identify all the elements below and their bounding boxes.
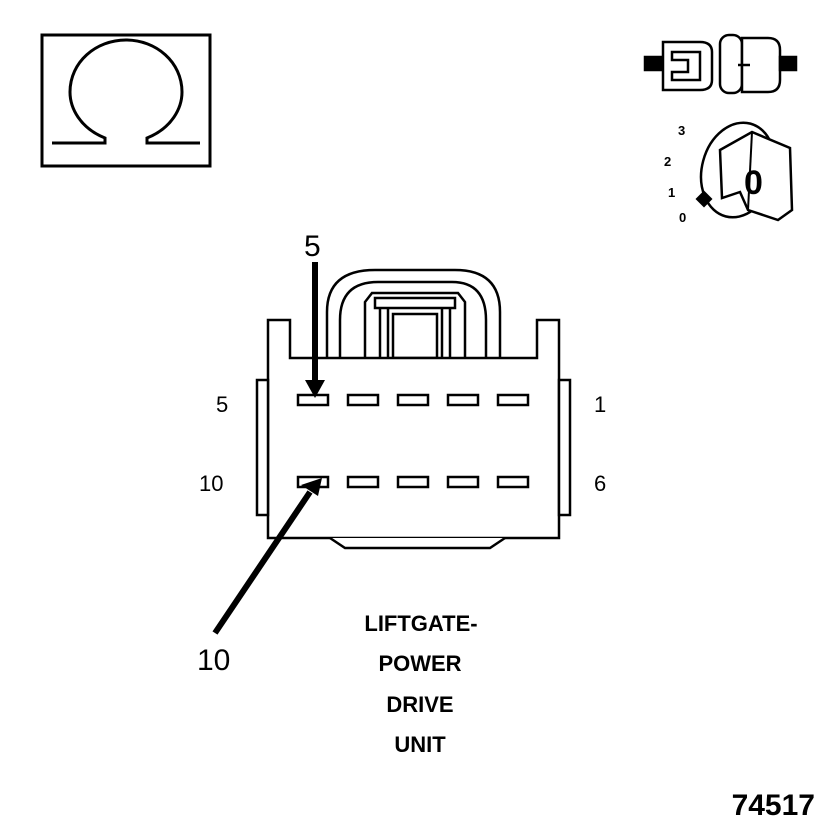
callout-arrow-5 — [305, 262, 325, 398]
ignition-position-0: 0 — [679, 210, 686, 225]
title-line-2: POWER — [378, 651, 461, 676]
title-line-4: UNIT — [394, 732, 446, 757]
terminal-row-top — [296, 393, 530, 407]
terminal-6 — [496, 475, 530, 489]
ignition-position-2: 2 — [664, 154, 671, 169]
callout-label-5: 5 — [304, 230, 321, 263]
terminal-3 — [396, 393, 430, 407]
connector-body — [255, 268, 572, 550]
callout-label-10: 10 — [197, 644, 230, 677]
connector-disconnected-icon — [643, 33, 798, 95]
ohmmeter-symbol — [40, 33, 212, 168]
ignition-position-3: 3 — [678, 123, 685, 138]
terminal-2 — [446, 393, 480, 407]
connector-title: LIFTGATE- POWER DRIVE UNIT — [364, 611, 477, 757]
title-line-1: LIFTGATE- — [364, 611, 477, 636]
terminal-8 — [396, 475, 430, 489]
pin-label-5: 5 — [216, 392, 228, 417]
terminal-9 — [346, 475, 380, 489]
title-line-3: DRIVE — [386, 692, 453, 717]
ignition-key-icon: 3 2 1 0 0 — [664, 121, 794, 225]
terminal-1 — [496, 393, 530, 407]
figure-number: 74517 — [732, 789, 815, 822]
terminal-5 — [296, 393, 330, 407]
callout-arrow-10 — [212, 478, 322, 635]
omega-icon — [52, 38, 200, 145]
ohmmeter-box — [40, 33, 212, 168]
pin-label-1: 1 — [594, 392, 606, 417]
pin-label-6: 6 — [594, 471, 606, 496]
pin-label-10: 10 — [199, 471, 223, 496]
terminal-4 — [346, 393, 380, 407]
ignition-key-label: 0 — [744, 164, 763, 202]
ignition-position-1: 1 — [668, 185, 675, 200]
terminal-7 — [446, 475, 480, 489]
